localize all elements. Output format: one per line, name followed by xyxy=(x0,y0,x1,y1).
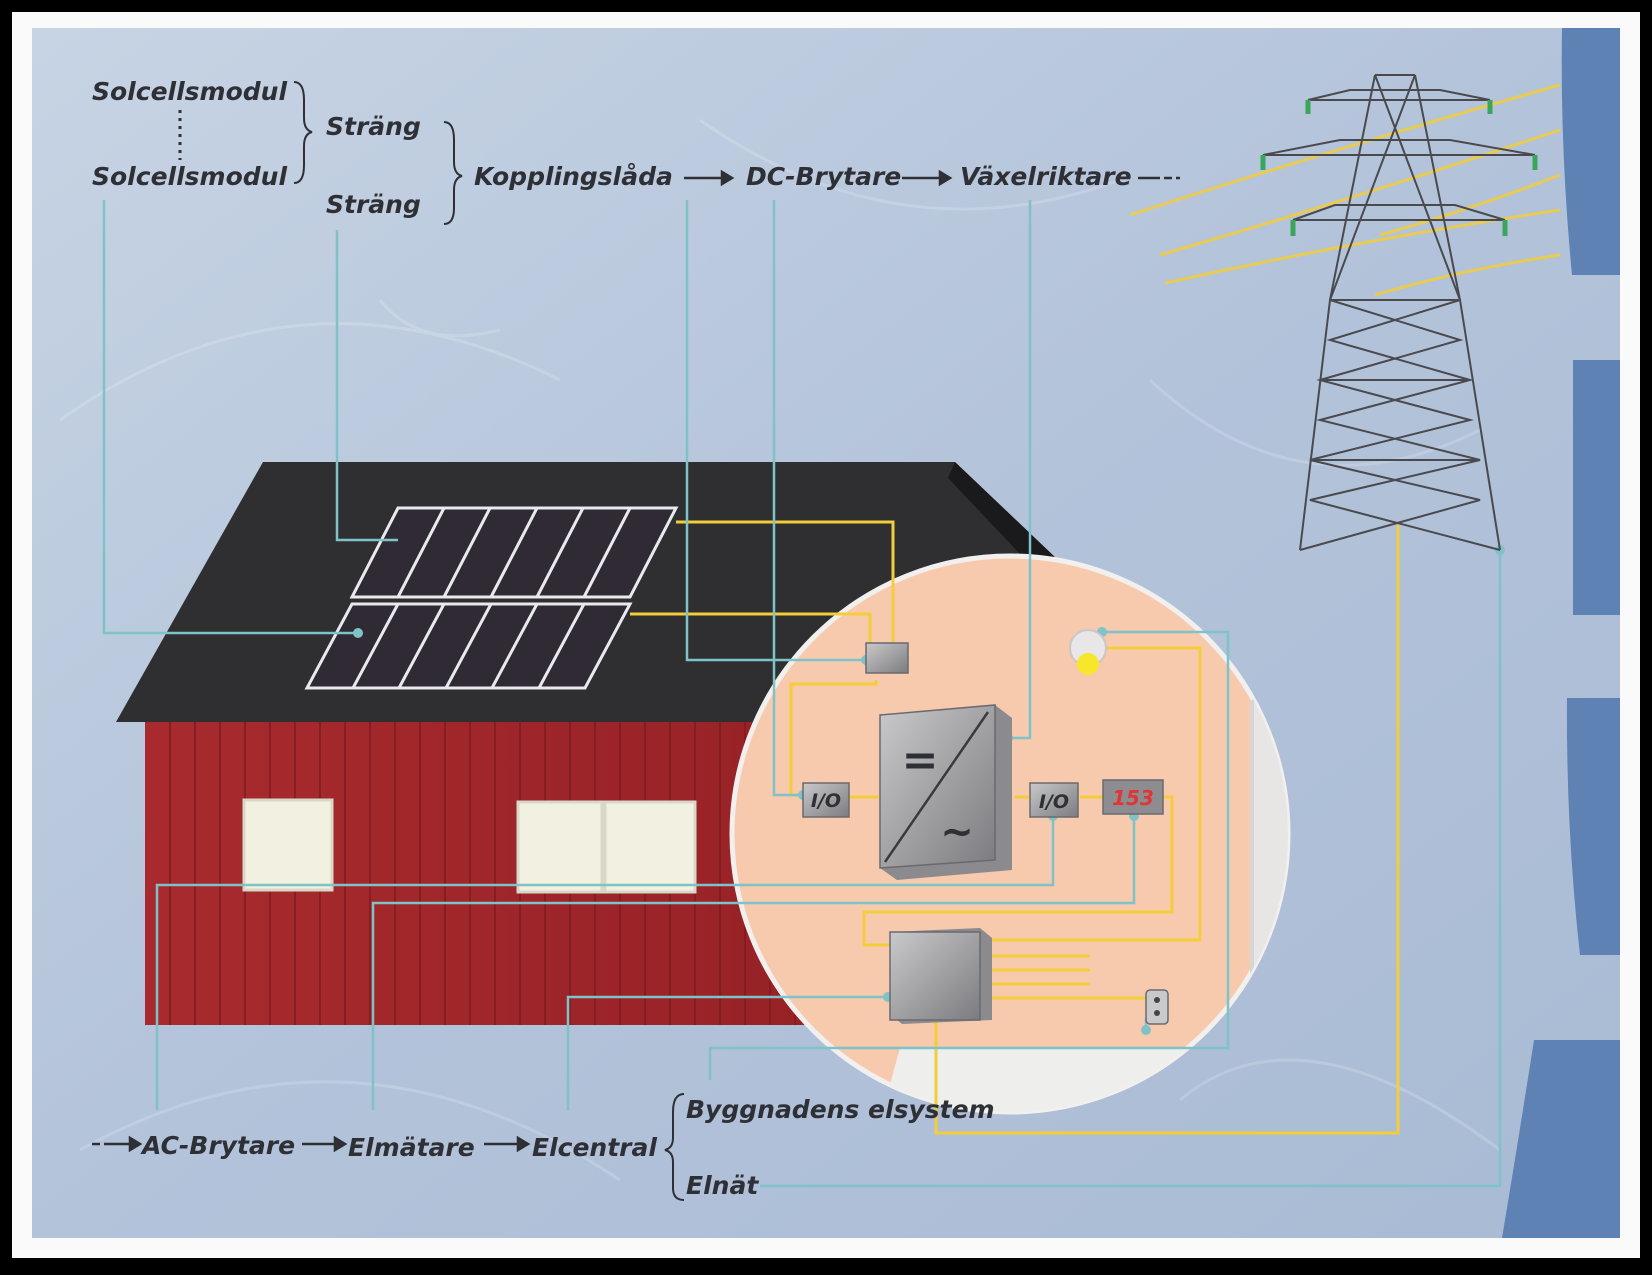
label-dc-switch: DC-Brytare xyxy=(746,162,901,191)
label-inverter: Växelriktare xyxy=(960,162,1132,191)
label-module-1: Solcellsmodul xyxy=(92,77,287,106)
decorative-bars xyxy=(1502,28,1620,1238)
label-combiner: Kopplingslåda xyxy=(474,162,673,191)
electrical-outlet-icon xyxy=(1145,989,1169,1025)
io-right-label: I/O xyxy=(1039,791,1069,813)
dc-symbol: = xyxy=(902,735,939,786)
label-panel: Elcentral xyxy=(532,1133,657,1162)
combiner-box xyxy=(865,642,909,674)
top-arrows xyxy=(684,169,1180,187)
leader-lines xyxy=(102,200,1502,1188)
house xyxy=(116,462,1070,1025)
window-middle-right xyxy=(603,800,697,894)
string-brace xyxy=(443,121,463,225)
dc-switch-box: I/O xyxy=(802,782,850,818)
label-string-2: Sträng xyxy=(326,190,421,219)
foliage-texture xyxy=(59,118,1501,1182)
distribution-panel xyxy=(889,928,992,1024)
meter-display: 153 xyxy=(1112,786,1154,810)
inverter-box: = ~ xyxy=(879,704,1012,880)
panel-brace xyxy=(664,1093,685,1201)
label-grid: Elnät xyxy=(686,1171,759,1200)
light-bulb-icon xyxy=(1069,629,1107,675)
label-ac-switch: AC-Brytare xyxy=(140,1131,295,1160)
bottom-flow: AC-Brytare Elmätare Elcentral Byggnadens… xyxy=(92,1093,995,1201)
transmission-tower-icon xyxy=(1262,74,1536,551)
window-middle-left xyxy=(516,800,604,894)
solar-cell-dividers xyxy=(351,507,632,689)
label-meter: Elmätare xyxy=(348,1133,475,1162)
top-flow: Solcellsmodul Solcellsmodul Sträng Strän… xyxy=(92,77,1180,225)
bottom-arrows xyxy=(92,1135,531,1153)
window-left xyxy=(242,798,334,892)
tower-insulators xyxy=(1260,100,1538,236)
io-left-label: I/O xyxy=(811,790,841,812)
label-module-2: Solcellsmodul xyxy=(92,162,287,191)
label-building-system: Byggnadens elsystem xyxy=(686,1095,995,1124)
label-string-1: Sträng xyxy=(326,112,421,141)
ac-symbol: ~ xyxy=(940,809,974,855)
electricity-meter: 153 xyxy=(1102,779,1164,815)
ac-switch-box: I/O xyxy=(1029,782,1079,818)
module-brace xyxy=(293,81,313,184)
solar-panel-array xyxy=(304,506,679,690)
